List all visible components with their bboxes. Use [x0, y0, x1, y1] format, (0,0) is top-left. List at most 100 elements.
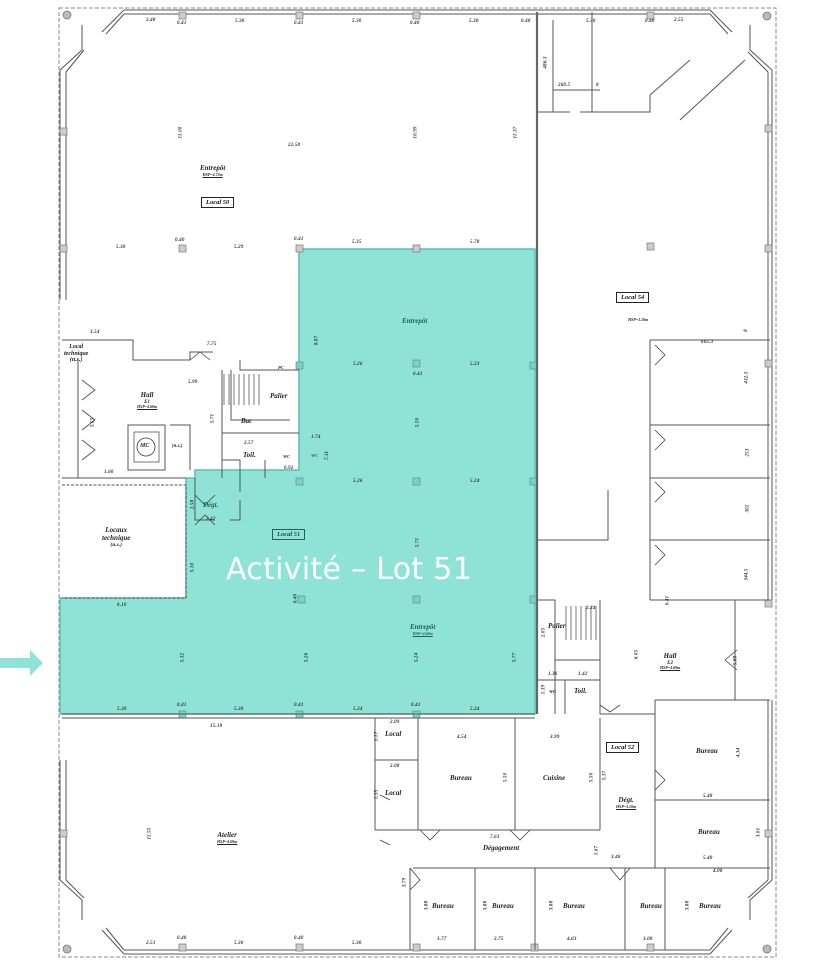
room-local-b: Local [385, 789, 402, 797]
room-bureau-r2: Bureau [698, 828, 720, 836]
room-toil-1: Toil. [243, 451, 256, 459]
dim: 1.74 [311, 435, 321, 440]
dim: 0.41 [665, 595, 671, 606]
dim: 1.67 [594, 845, 600, 856]
room-bureau-bottom-5: Bureau [699, 902, 721, 910]
room-hall-e1: Hall E1 HSP=4.68m [137, 391, 158, 410]
dim: 0.40 [294, 936, 304, 941]
dim: 3.79 [402, 877, 408, 888]
room-bac: Bac [241, 417, 253, 425]
dim: 5.32 [180, 652, 186, 663]
mc-circle-icon [133, 431, 160, 463]
dim: 5.78 [470, 240, 480, 245]
dim: 3.54 [90, 330, 100, 335]
dim: 5.48 [703, 794, 713, 799]
dim: 15.18 [210, 724, 223, 729]
lot-box-local-54: Local 54 [616, 292, 650, 303]
lot-box-local-50: Local 50 [201, 197, 235, 208]
dim: 5.71 [210, 413, 216, 424]
dim: 2.24 [586, 606, 596, 611]
room-name: Entrepôt [200, 164, 226, 172]
dim: 5.35 [352, 240, 362, 245]
dim: 22.58 [288, 143, 301, 148]
room-entrepot-51-top: Entrepôt [402, 317, 428, 325]
dim: 0.41 [294, 237, 304, 242]
dim: 10.99 [413, 126, 419, 139]
dim: 2.55 [674, 18, 684, 23]
dim: 0.40 [175, 238, 185, 243]
dim: 5.71 [415, 537, 421, 548]
dim: 5.30 [116, 245, 126, 250]
dim: 3.77 [437, 937, 447, 942]
dim: 1.36 [548, 672, 558, 677]
dim: 5.99 [188, 380, 198, 385]
dim: 0.40 [645, 19, 655, 24]
room-bureau-bottom-3: Bureau [563, 902, 585, 910]
dim: 486.3 [543, 56, 549, 69]
room-local-technique: Local technique (n.s.) [64, 344, 89, 364]
dim: 11.37 [513, 126, 519, 139]
dim: 1.42 [578, 672, 588, 677]
dim: 8 [743, 329, 749, 332]
dim: 5.24 [414, 652, 420, 663]
room-wc-2: WC [549, 689, 557, 694]
room-degagement: Dégagement [483, 844, 520, 852]
dim: 5.30 [235, 19, 245, 24]
dim: 5.23 [470, 362, 480, 367]
dim: 0.40 [521, 19, 531, 24]
dim: 4.03 [567, 937, 577, 942]
room-locaux-technique: Locaux technique (n.s.) [102, 526, 131, 549]
dim: 3.88 [685, 900, 691, 911]
dim: 2.51 [146, 941, 156, 946]
dim: 5.30 [352, 941, 362, 946]
room-wc-51: WC [311, 453, 319, 458]
lot-box-local-51: Local 51 [272, 529, 306, 540]
room-wc-1: WC [283, 454, 291, 459]
dim: 5.50 [415, 417, 421, 428]
dim: 0.40 [177, 936, 187, 941]
room-bureau-bottom-2: Bureau [492, 902, 514, 910]
dim: 5.30 [469, 19, 479, 24]
lot-51-label: Activité – Lot 51 [226, 552, 473, 587]
dim: 5.30 [117, 707, 127, 712]
dim: 3.88 [549, 900, 555, 911]
dim: 5.10 [190, 562, 196, 573]
dim: 1.35 [374, 789, 380, 800]
dim: 3.99 [550, 735, 560, 740]
lot-box-local-52: Local 52 [606, 742, 640, 753]
room-entrepot-50: Entrepôt HSP=4.73m [200, 164, 226, 177]
dim: 5.77 [512, 652, 518, 663]
dim: 0.92 [284, 466, 294, 471]
room-cuisine: Cuisine [543, 774, 566, 782]
dim: 2.57 [244, 441, 254, 446]
dim: 5.50 [589, 772, 595, 783]
dim: 5.50 [503, 772, 509, 783]
dim: 3.08 [643, 937, 653, 942]
dim: 0.41 [411, 703, 421, 708]
room-bureau-bottom-4: Bureau [640, 902, 662, 910]
dim: 2.58 [190, 499, 196, 510]
room-degt-52: Dégt. HSP=3.10m [616, 796, 637, 809]
dim: 344.5 [744, 568, 750, 581]
dim: 7.75 [207, 342, 217, 347]
room-ns: (n.s.) [172, 444, 183, 449]
dim: 5.24 [353, 707, 363, 712]
room-palier-1: Palier [270, 392, 288, 400]
dim: 3.46 [611, 855, 621, 860]
dim: 0.41 [294, 703, 304, 708]
corner-marker-icon [62, 944, 72, 954]
room-entrepot-51-bottom: Entrepôt HSP=4.68m [410, 623, 436, 636]
arrow-right-icon [0, 650, 43, 676]
dim: 2.05 [541, 627, 547, 638]
corner-marker-icon [62, 10, 72, 20]
dim: 5.55 [90, 417, 96, 428]
dim: 5.30 [234, 707, 244, 712]
room-degt-51: Dégt. [203, 501, 219, 509]
room-bureau-1: Bureau [450, 774, 472, 782]
dim: 8 [596, 83, 599, 88]
dim: 3.88 [483, 900, 489, 911]
room-atelier: Atelier HSP=4.68m [217, 831, 238, 844]
dim: 5.37 [602, 770, 608, 781]
